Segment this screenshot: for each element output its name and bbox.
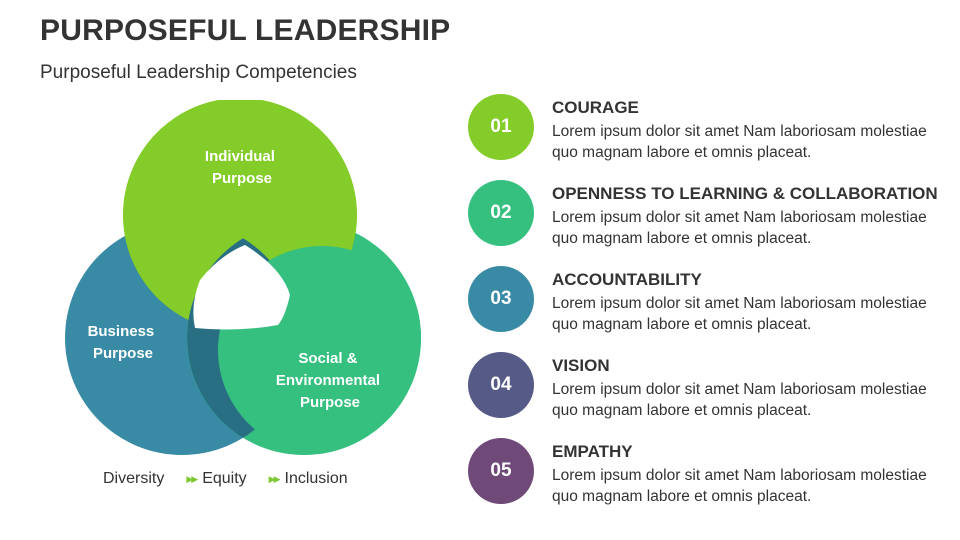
competency-description: Lorem ipsum dolor sit amet Nam laboriosa…: [552, 209, 927, 247]
circle-label-individual-purpose: Individual Purpose: [205, 148, 279, 187]
label-line: Business: [88, 323, 155, 340]
competency-title: ACCOUNTABILITY: [552, 270, 702, 289]
competency-item: 05 EMPATHY Lorem ipsum dolor sit amet Na…: [468, 438, 938, 524]
circle-label-social-environmental-purpose: Social & Environmental Purpose: [276, 350, 384, 411]
competency-title: COURAGE: [552, 98, 639, 117]
competency-title: EMPATHY: [552, 442, 633, 461]
competency-item: 02 OPENNESS TO LEARNING & COLLABORATION …: [468, 180, 938, 266]
term-inclusion: Inclusion: [284, 470, 348, 487]
venn-diagram-svg: Individual Purpose Business Purpose Soci…: [65, 100, 421, 455]
label-line: Purpose: [300, 394, 360, 411]
double-arrow-icon: ▶▶: [268, 473, 281, 484]
label-line: Purpose: [212, 170, 272, 187]
competency-list: 01 COURAGE Lorem ipsum dolor sit amet Na…: [468, 94, 938, 524]
competency-title: VISION: [552, 356, 610, 375]
competency-description: Lorem ipsum dolor sit amet Nam laboriosa…: [552, 381, 927, 419]
venn-center: [193, 245, 290, 330]
competency-description: Lorem ipsum dolor sit amet Nam laboriosa…: [552, 123, 927, 161]
page-subtitle: Purposeful Leadership Competencies: [40, 62, 357, 83]
competency-title: OPENNESS TO LEARNING & COLLABORATION: [552, 184, 938, 203]
competency-description: Lorem ipsum dolor sit amet Nam laboriosa…: [552, 295, 927, 333]
circle-label-business-purpose: Business Purpose: [88, 323, 159, 362]
number-badge: 02: [468, 180, 534, 246]
competency-item: 04 VISION Lorem ipsum dolor sit amet Nam…: [468, 352, 938, 438]
label-line: Environmental: [276, 372, 380, 389]
footer-terms: Diversity ▶▶ Equity ▶▶ Inclusion: [103, 470, 370, 488]
label-line: Purpose: [93, 345, 153, 362]
double-arrow-icon: ▶▶: [186, 473, 198, 484]
venn-diagram: Individual Purpose Business Purpose Soci…: [50, 100, 440, 470]
term-diversity: Diversity: [103, 470, 165, 487]
label-line: Social &: [298, 350, 357, 367]
number-badge: 04: [468, 352, 534, 418]
page-title: PURPOSEFUL LEADERSHIP: [40, 14, 451, 47]
number-badge: 01: [468, 94, 534, 160]
term-equity: Equity: [202, 470, 247, 487]
competency-item: 01 COURAGE Lorem ipsum dolor sit amet Na…: [468, 94, 938, 180]
competency-description: Lorem ipsum dolor sit amet Nam laboriosa…: [552, 467, 927, 505]
number-badge: 03: [468, 266, 534, 332]
number-badge: 05: [468, 438, 534, 504]
competency-item: 03 ACCOUNTABILITY Lorem ipsum dolor sit …: [468, 266, 938, 352]
label-line: Individual: [205, 148, 275, 165]
